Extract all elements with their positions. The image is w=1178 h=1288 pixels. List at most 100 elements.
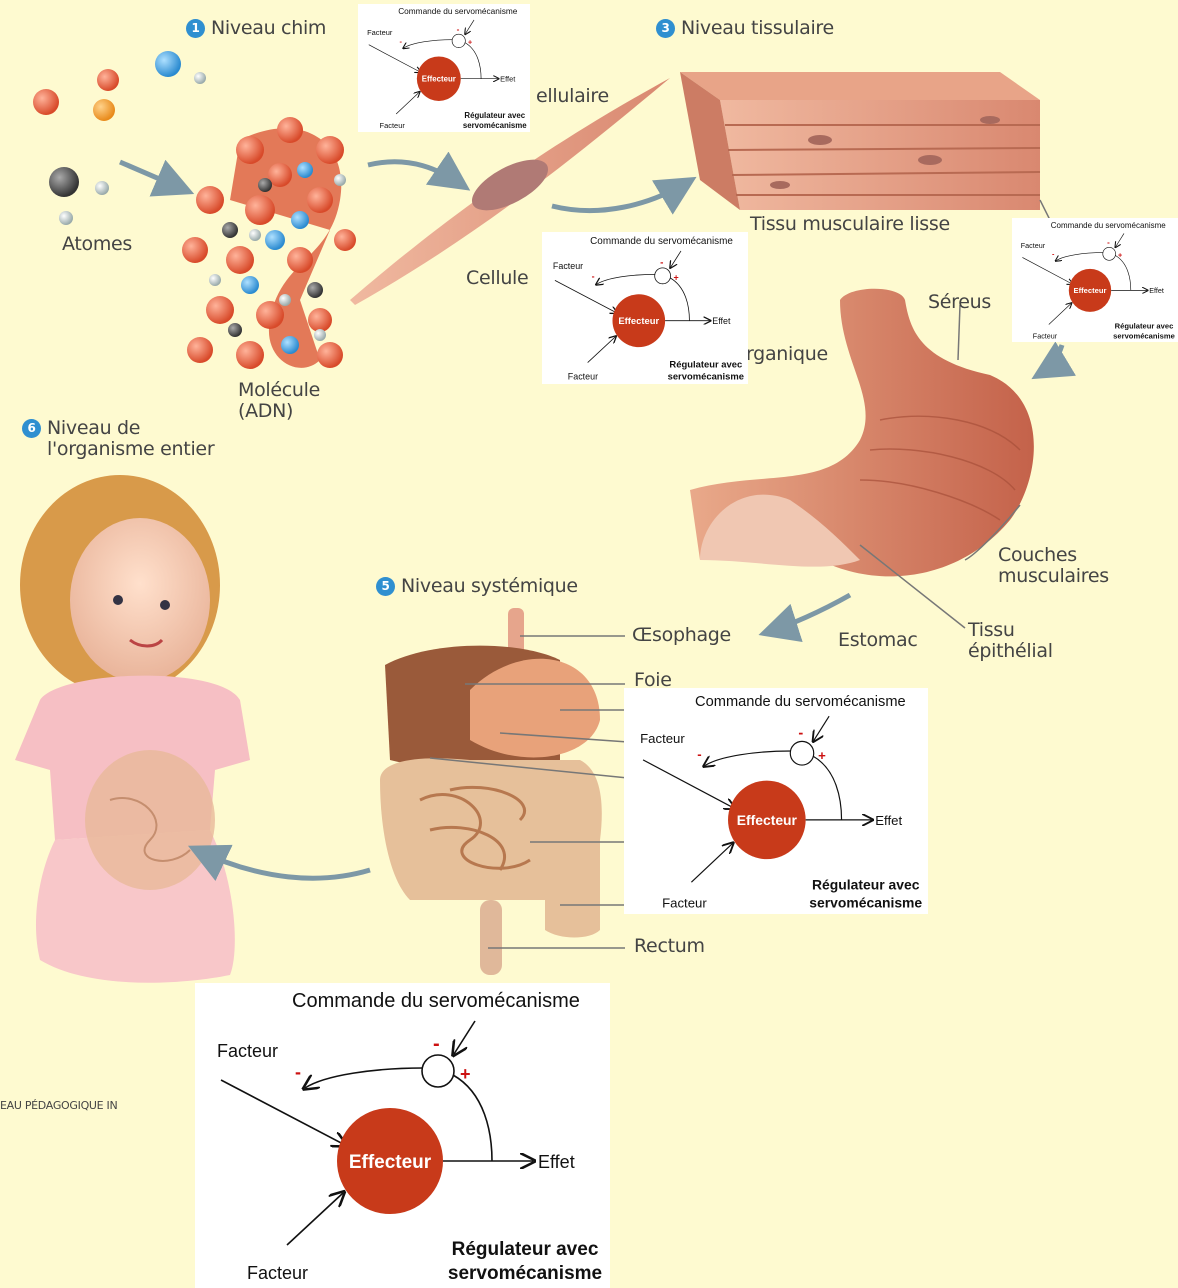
regulator-svg: Commande du servomécanisme Facteur - - +… <box>195 983 610 1288</box>
loop-to-effect <box>465 43 481 79</box>
level-chemical-label: Niveau chim <box>211 17 326 39</box>
regulator-title-2: servomécanisme <box>463 121 527 130</box>
loop-to-effect <box>1115 255 1131 290</box>
factor-arrow-top <box>369 45 420 72</box>
muscle-tissue-block-illustration <box>680 72 1040 210</box>
effect-label: Effet <box>500 75 516 84</box>
command-label: Commande du servomécanisme <box>398 6 517 16</box>
minus-sign-left: - <box>399 37 402 46</box>
level-number-badge: 5 <box>376 577 395 596</box>
level-number-badge: 3 <box>656 19 675 38</box>
minus-sign-left: - <box>592 271 595 281</box>
rectum-label: Rectum <box>634 936 705 957</box>
regulator-svg: Commande du servomécanisme Facteur - - +… <box>1012 218 1178 342</box>
factor-label-bottom: Facteur <box>380 121 406 130</box>
level-number-badge: 1 <box>186 19 205 38</box>
regulator-diagram: Commande du servomécanisme Facteur - - +… <box>1012 218 1178 342</box>
minus-sign-top: - <box>1107 238 1110 247</box>
factor-arrow-bottom <box>588 337 616 363</box>
molecule-label: Molécule (ADN) <box>238 380 320 423</box>
regulator-title-2: servomécanisme <box>1113 331 1175 340</box>
child-illustration <box>15 475 250 983</box>
factor-arrow-bottom <box>1049 303 1071 324</box>
effector-label: Effecteur <box>349 1152 432 1173</box>
command-label: Commande du servomécanisme <box>695 694 906 710</box>
feedback-loop <box>597 274 656 284</box>
regulator-diagram: Commande du servomécanisme Facteur - - +… <box>358 4 530 132</box>
minus-sign-top: - <box>660 257 663 268</box>
factor-label-top: Facteur <box>553 261 583 271</box>
factor-label-bottom: Facteur <box>247 1263 308 1283</box>
effector-label: Effecteur <box>737 812 798 828</box>
regulator-diagram: Commande du servomécanisme Facteur - - +… <box>195 983 610 1288</box>
esophagus-label: Œsophage <box>632 625 731 646</box>
minus-sign-top: - <box>798 726 803 742</box>
minus-sign-left: - <box>697 746 701 761</box>
level-cellular-label: ellulaire <box>536 86 609 107</box>
level-organism-label-2: l'organisme entier <box>22 438 214 460</box>
regulator-svg: Commande du servomécanisme Facteur - - +… <box>542 232 748 384</box>
smooth-muscle-label: Tissu musculaire lisse <box>750 214 950 235</box>
stomach-label: Estomac <box>838 630 917 651</box>
factor-arrow-top <box>221 1080 345 1145</box>
effect-label: Effet <box>875 813 902 828</box>
minus-sign-left: - <box>1052 250 1055 259</box>
level-organ-label: rganique <box>746 344 828 365</box>
muscle-layers-label-1: Couches <box>998 544 1077 566</box>
feedback-loop <box>705 751 791 766</box>
regulator-title-2: servomécanisme <box>668 371 744 382</box>
factor-arrow-top <box>555 280 617 312</box>
minus-sign-left: - <box>295 1062 301 1082</box>
factor-arrow-bottom <box>287 1193 343 1245</box>
regulator-title-1: Régulateur avec <box>1115 322 1174 331</box>
muscle-layers-label: Couches musculaires <box>998 545 1109 588</box>
effect-label: Effet <box>1149 286 1164 295</box>
comparator-circle <box>1103 247 1116 260</box>
comparator-circle <box>790 741 813 765</box>
effector-label: Effecteur <box>422 75 456 84</box>
factor-label-bottom: Facteur <box>662 895 707 910</box>
command-label: Commande du servomécanisme <box>292 990 580 1012</box>
regulator-title-1: Régulateur avec <box>812 876 920 892</box>
epithelial-label-2: épithélial <box>968 640 1053 662</box>
dna-molecule-illustration <box>182 117 356 369</box>
atoms-illustration <box>33 51 206 225</box>
command-arrow <box>465 20 474 34</box>
factor-label-bottom: Facteur <box>568 371 598 381</box>
factor-arrow-bottom <box>396 92 419 114</box>
command-arrow <box>671 251 681 267</box>
command-label: Commande du servomécanisme <box>590 236 733 247</box>
comparator-circle <box>655 268 671 284</box>
effector-label: Effecteur <box>1074 286 1107 295</box>
loop-to-effect <box>813 756 842 820</box>
atoms-label: Atomes <box>62 234 132 255</box>
regulator-title-1: Régulateur avec <box>464 111 525 120</box>
digestive-system-illustration <box>380 608 602 975</box>
feedback-loop <box>404 40 453 48</box>
regulator-title-2: servomécanisme <box>448 1263 602 1284</box>
minus-sign-top: - <box>433 1033 440 1055</box>
level-system-label: Niveau systémique <box>401 575 578 597</box>
muscle-layers-label-2: musculaires <box>998 565 1109 587</box>
molecule-label-2: (ADN) <box>238 400 293 422</box>
effect-label: Effet <box>712 316 731 326</box>
factor-arrow-top <box>1022 257 1072 283</box>
regulator-diagram: Commande du servomécanisme Facteur - - +… <box>542 232 748 384</box>
factor-arrow-bottom <box>691 844 732 883</box>
serous-label: Séreus <box>928 292 991 313</box>
level-chemical-heading: 1 Niveau chim <box>186 18 326 39</box>
regulator-title-2: servomécanisme <box>809 894 922 910</box>
regulator-diagram: Commande du servomécanisme Facteur - - +… <box>624 688 928 914</box>
command-arrow <box>814 716 829 740</box>
loop-to-effect <box>670 278 689 321</box>
comparator-circle <box>452 34 465 47</box>
factor-label-top: Facteur <box>367 28 393 37</box>
effect-label: Effet <box>538 1152 575 1172</box>
feedback-loop <box>305 1068 423 1088</box>
regulator-svg: Commande du servomécanisme Facteur - - +… <box>358 4 530 132</box>
regulator-title-1: Régulateur avec <box>669 360 742 371</box>
epithelial-tissue-label: Tissu épithélial <box>968 620 1053 663</box>
epithelial-label-1: Tissu <box>968 619 1015 641</box>
